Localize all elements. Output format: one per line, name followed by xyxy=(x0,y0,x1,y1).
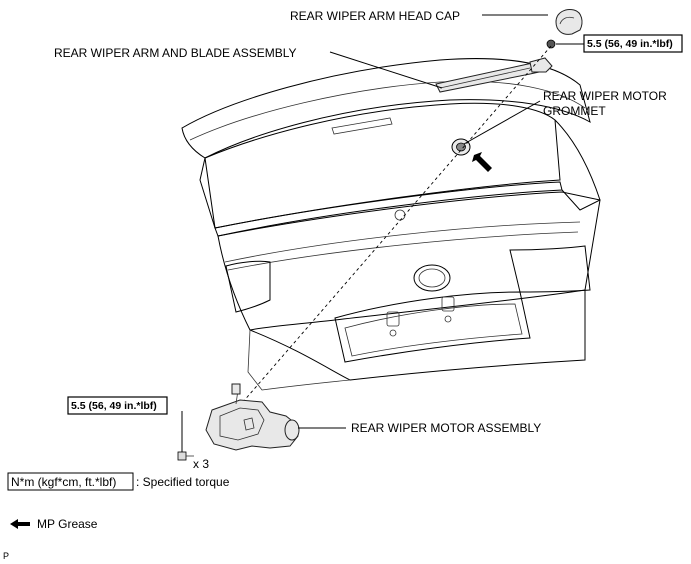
legend-grease: MP Grease xyxy=(37,517,98,531)
head-cap-illustration xyxy=(555,9,583,35)
legend-torque-units: N*m (kgf*cm, ft.*lbf) xyxy=(11,475,116,489)
arm-blade-leader xyxy=(329,51,443,89)
grommet-label-line1: REAR WIPER MOTOR xyxy=(543,89,667,103)
alignment-line xyxy=(235,45,552,411)
grommet-illustration xyxy=(451,138,471,156)
arm-blade-label: REAR WIPER ARM AND BLADE ASSEMBLY xyxy=(54,46,297,60)
back-door-illustration xyxy=(181,58,601,391)
legend-torque-desc: : Specified torque xyxy=(136,475,230,489)
nut-icon xyxy=(546,39,556,49)
legend-grease-arrow-icon xyxy=(10,519,30,529)
wiper-arm-blade-illustration xyxy=(435,57,553,93)
grease-arrow-icon xyxy=(472,152,492,172)
grommet-label-line2: GROMMET xyxy=(543,104,606,118)
motor-assembly-illustration xyxy=(205,383,300,451)
head-cap-label: REAR WIPER ARM HEAD CAP xyxy=(290,9,460,23)
bolt-icon xyxy=(177,451,194,461)
quantity-label: x 3 xyxy=(193,457,209,471)
torque-value-top: 5.5 (56, 49 in.*lbf) xyxy=(587,38,673,50)
torque-value-bottom: 5.5 (56, 49 in.*lbf) xyxy=(71,400,157,412)
legend: N*m (kgf*cm, ft.*lbf) : Specified torque… xyxy=(7,472,230,531)
torque-box-top: 5.5 (56, 49 in.*lbf) xyxy=(583,34,683,53)
torque-box-bottom: 5.5 (56, 49 in.*lbf) xyxy=(67,396,168,415)
motor-label: REAR WIPER MOTOR ASSEMBLY xyxy=(351,421,541,435)
grommet-leader xyxy=(463,100,541,145)
corner-mark: P xyxy=(3,551,9,561)
